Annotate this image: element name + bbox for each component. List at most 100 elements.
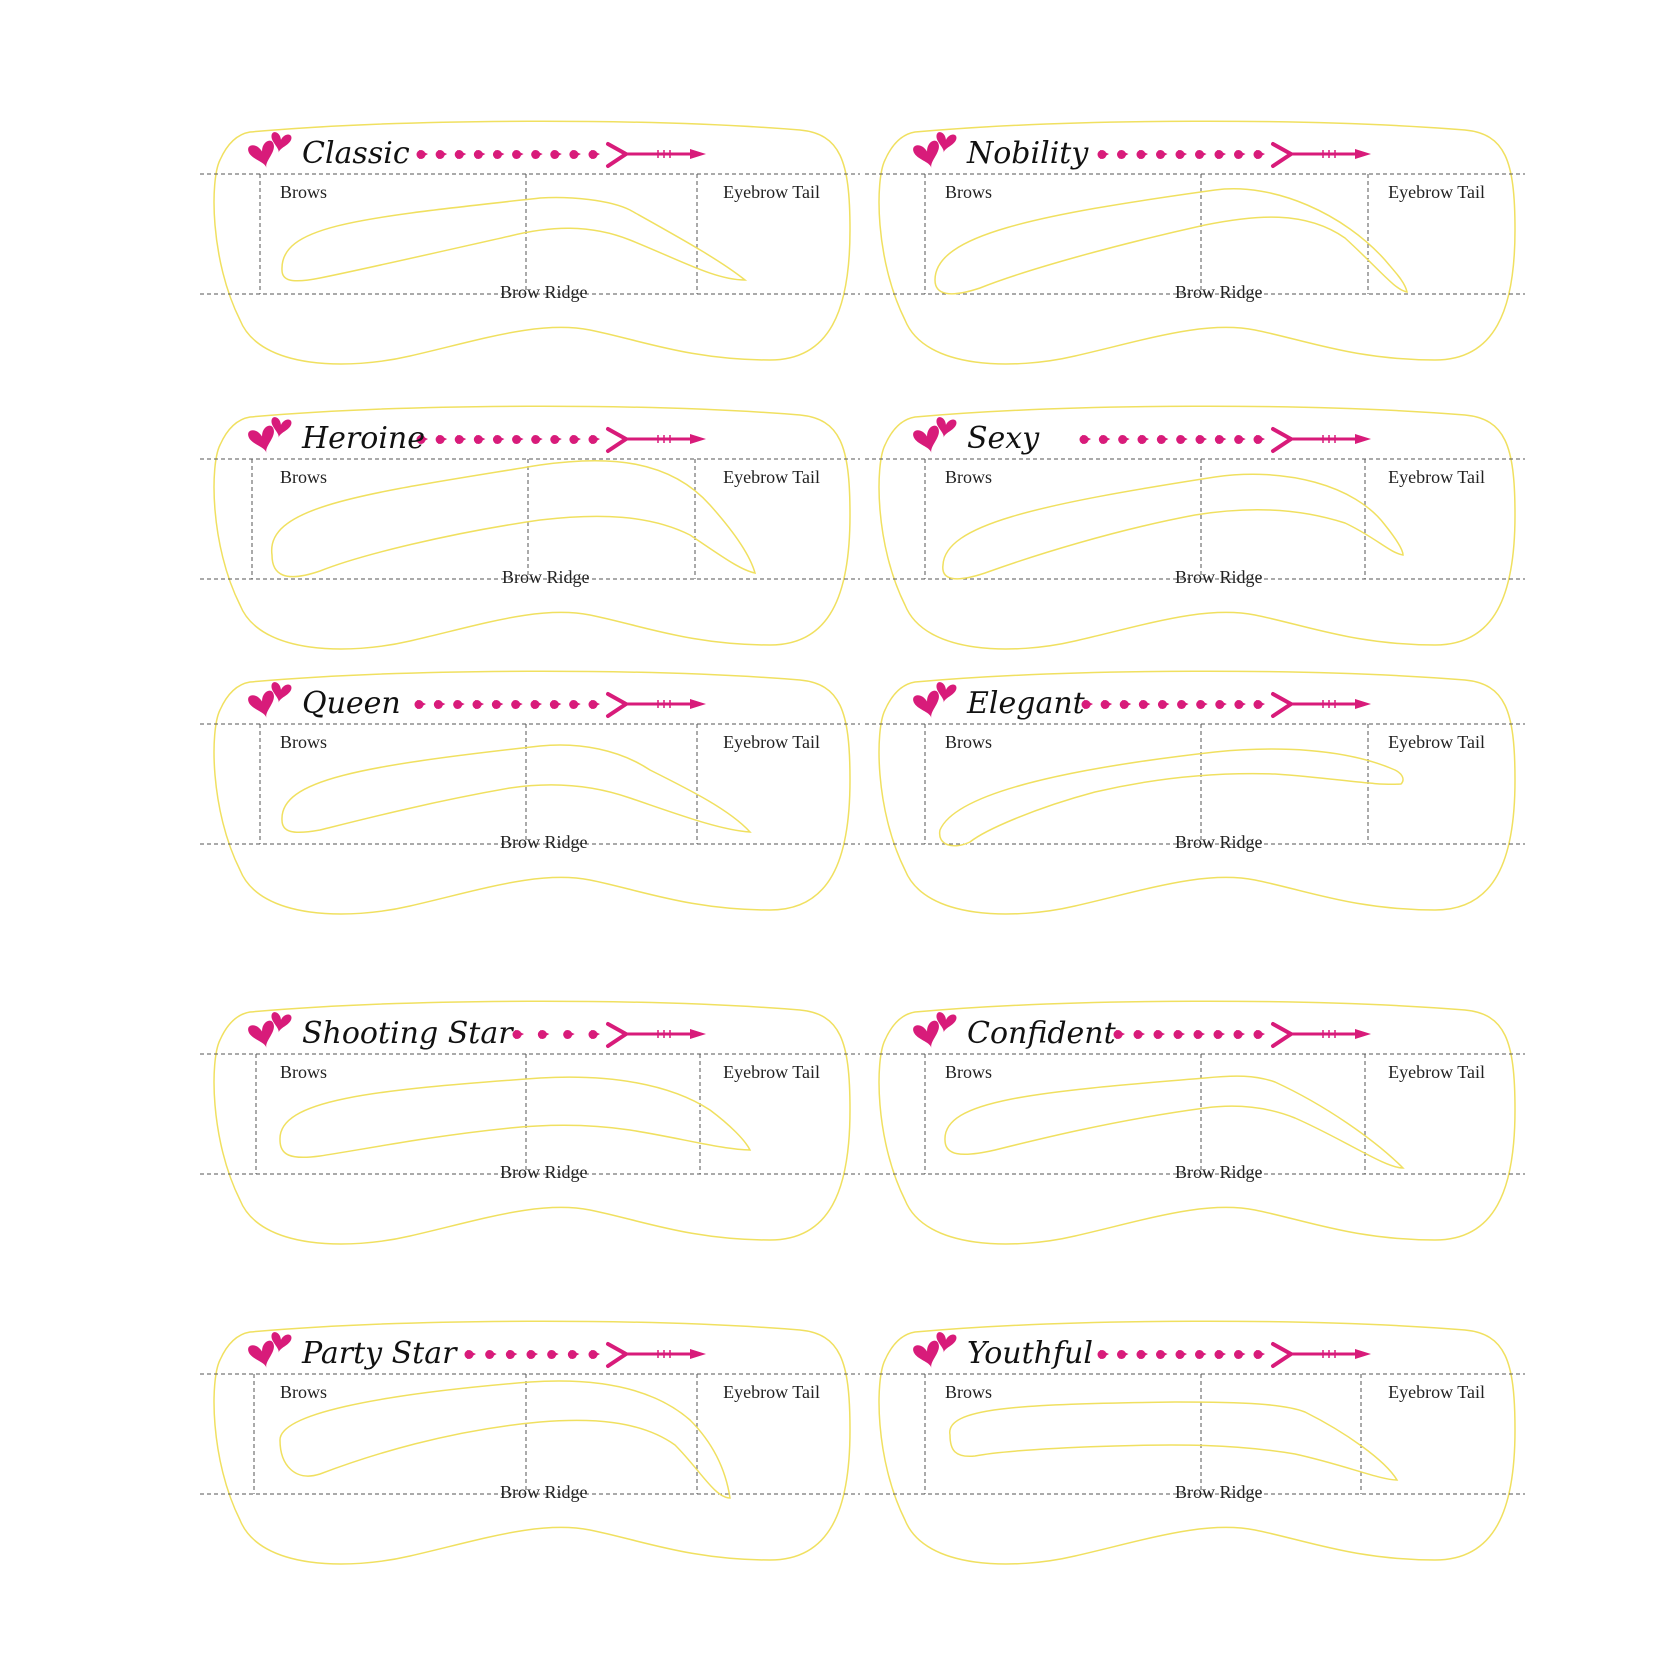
arrow-icon <box>512 1022 706 1048</box>
brow-ridge-label: Brow Ridge <box>1175 832 1263 852</box>
eyebrow-shape <box>949 1401 1399 1481</box>
brow-ridge-label: Brow Ridge <box>502 567 590 587</box>
arrow-icon <box>464 1342 706 1368</box>
stencil-outline <box>213 670 851 915</box>
stencil-title: Classic <box>302 136 410 171</box>
stencil-outline <box>878 405 1516 650</box>
eyebrow-tail-label: Eyebrow Tail <box>1388 467 1485 487</box>
brows-label: Brows <box>945 1062 993 1082</box>
eyebrow-tail-label: Eyebrow Tail <box>723 1382 820 1402</box>
hearts-icon <box>913 682 957 718</box>
brows-label: Brows <box>945 732 993 752</box>
brow-ridge-label: Brow Ridge <box>1175 1162 1263 1182</box>
brow-ridge-label: Brow Ridge <box>500 832 588 852</box>
stencil-graphic <box>200 405 860 650</box>
eyebrow-shape <box>281 744 752 833</box>
stencil-graphic <box>200 670 860 915</box>
brow-ridge-label: Brow Ridge <box>500 1162 588 1182</box>
eyebrow-tail-label: Eyebrow Tail <box>723 1062 820 1082</box>
brows-label: Brows <box>280 182 328 202</box>
hearts-icon <box>913 1332 957 1368</box>
arrow-icon <box>1081 692 1371 718</box>
eyebrow-shape <box>944 1075 1405 1169</box>
eyebrow-shape <box>279 1380 731 1499</box>
eyebrow-shape <box>279 1076 752 1159</box>
hearts-icon <box>913 417 957 453</box>
arrow-icon <box>416 142 706 168</box>
stencil-title: Party Star <box>302 1336 457 1371</box>
stencil-outline <box>213 405 851 650</box>
eyebrow-tail-label: Eyebrow Tail <box>1388 1062 1485 1082</box>
stencil-title: Sexy <box>967 421 1040 456</box>
brow-ridge-label: Brow Ridge <box>1175 282 1263 302</box>
eyebrow-tail-label: Eyebrow Tail <box>723 732 820 752</box>
brows-label: Brows <box>280 467 328 487</box>
stencil-graphic <box>865 670 1525 915</box>
stencil-title: Heroine <box>302 421 425 456</box>
hearts-icon <box>913 1012 957 1048</box>
stencil-outline <box>213 1000 851 1245</box>
eyebrow-shape <box>271 459 757 578</box>
stencil-graphic <box>200 1320 860 1565</box>
brow-ridge-label: Brow Ridge <box>500 1482 588 1502</box>
stencil-title: Queen <box>302 686 401 721</box>
brow-ridge-label: Brow Ridge <box>1175 1482 1263 1502</box>
brows-label: Brows <box>945 1382 993 1402</box>
hearts-icon <box>248 1332 292 1368</box>
brow-ridge-label: Brow Ridge <box>500 282 588 302</box>
brows-label: Brows <box>280 1382 328 1402</box>
arrow-icon <box>1079 427 1371 453</box>
stencil-graphic <box>865 120 1525 365</box>
arrow-icon <box>416 427 706 453</box>
brows-label: Brows <box>945 467 993 487</box>
hearts-icon <box>248 132 292 168</box>
stencil-outline <box>878 120 1516 365</box>
eyebrow-tail-label: Eyebrow Tail <box>1388 1382 1485 1402</box>
arrow-icon <box>1097 142 1371 168</box>
arrow-icon <box>414 692 706 718</box>
eyebrow-shape <box>938 748 1404 847</box>
stencil-graphic <box>865 1000 1525 1245</box>
stencil-outline <box>878 670 1516 915</box>
hearts-icon <box>248 682 292 718</box>
arrow-icon <box>1113 1022 1371 1048</box>
eyebrow-shape <box>942 473 1404 580</box>
stencil-graphic <box>865 1320 1525 1565</box>
stencil-outline <box>878 1320 1516 1565</box>
stencil-title: Elegant <box>967 686 1085 721</box>
stencil-outline <box>213 120 851 365</box>
eyebrow-shape <box>934 188 1408 295</box>
eyebrow-tail-label: Eyebrow Tail <box>1388 732 1485 752</box>
stencil-graphic <box>865 405 1525 650</box>
stencil-outline <box>878 1000 1516 1245</box>
eyebrow-tail-label: Eyebrow Tail <box>723 467 820 487</box>
brows-label: Brows <box>945 182 993 202</box>
eyebrow-tail-label: Eyebrow Tail <box>1388 182 1485 202</box>
brows-label: Brows <box>280 732 328 752</box>
stencil-title: Nobility <box>967 136 1089 171</box>
stencil-title: Youthful <box>967 1336 1093 1371</box>
stencil-outline <box>213 1320 851 1565</box>
stencil-graphic <box>200 1000 860 1245</box>
hearts-icon <box>248 417 292 453</box>
hearts-icon <box>913 132 957 168</box>
arrow-icon <box>1097 1342 1371 1368</box>
stencil-graphic <box>200 120 860 365</box>
eyebrow-shape <box>281 196 748 282</box>
hearts-icon <box>248 1012 292 1048</box>
eyebrow-tail-label: Eyebrow Tail <box>723 182 820 202</box>
brow-ridge-label: Brow Ridge <box>1175 567 1263 587</box>
brows-label: Brows <box>280 1062 328 1082</box>
stencil-title: Shooting Star <box>302 1016 513 1051</box>
